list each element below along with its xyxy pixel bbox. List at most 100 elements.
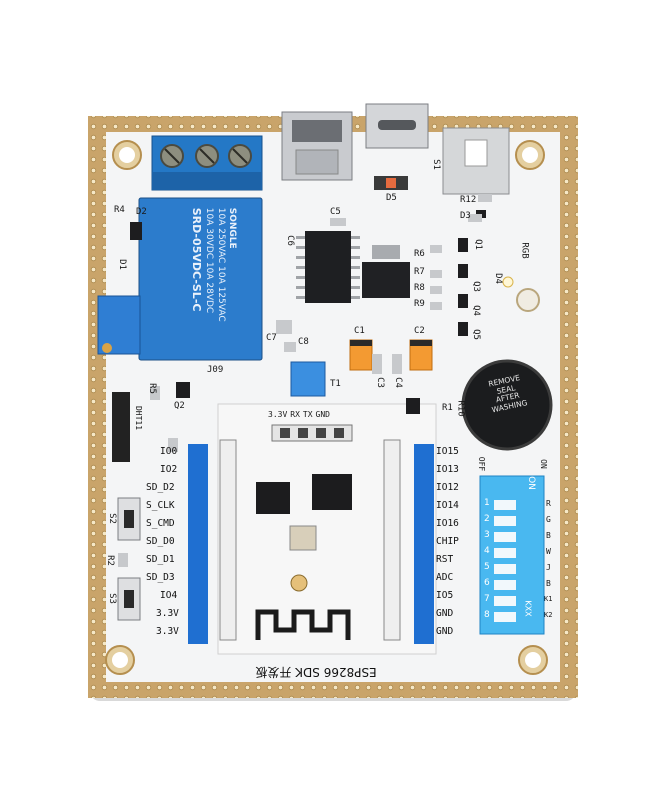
left-pin-label: SD_D2 bbox=[146, 482, 175, 493]
left-pin-label: SD_D1 bbox=[146, 554, 175, 565]
buzzer bbox=[463, 361, 551, 449]
dip-function: G bbox=[546, 515, 551, 524]
module-left-header bbox=[219, 439, 237, 641]
rgb-led bbox=[516, 288, 540, 312]
dip-function: R bbox=[546, 499, 551, 508]
left-pin-label: S_CLK bbox=[146, 500, 175, 511]
label-r1: R1 bbox=[442, 403, 453, 413]
right-pin-label: IO12 bbox=[436, 482, 459, 493]
module-pin-rx: RX bbox=[290, 410, 300, 419]
label-t1: T1 bbox=[330, 379, 341, 389]
dip-function: W bbox=[546, 547, 551, 556]
label-c3: C3 bbox=[374, 377, 385, 388]
right-pin-label: RST bbox=[436, 554, 454, 565]
relay-rating-1: 10A 250VAC 10A 125VAC bbox=[215, 207, 226, 322]
label-q5: Q5 bbox=[470, 329, 481, 340]
dip-lever[interactable] bbox=[494, 612, 516, 622]
label-r6: R6 bbox=[414, 249, 425, 259]
module-right-header bbox=[383, 439, 401, 641]
left-pin-label: S_CMD bbox=[146, 518, 175, 529]
label-r12: R12 bbox=[460, 195, 477, 205]
module-header-labels: 3.3V RX TX GND bbox=[268, 411, 358, 419]
label-s2: S2 bbox=[106, 513, 117, 524]
right-pin-label: IO14 bbox=[436, 500, 459, 511]
label-r9: R9 bbox=[414, 299, 425, 309]
label-j09: J09 bbox=[207, 365, 224, 375]
label-rgb: RGB bbox=[519, 242, 530, 259]
dip-lever[interactable] bbox=[494, 564, 516, 574]
module-pin-3v3: 3.3V bbox=[268, 410, 288, 419]
label-dht: DHT11 bbox=[134, 405, 144, 431]
right-pin-label: IO16 bbox=[436, 518, 459, 529]
label-d1: D1 bbox=[116, 259, 127, 270]
right-blue-header bbox=[414, 444, 434, 644]
label-d4: D4 bbox=[492, 273, 503, 284]
mini-usb bbox=[281, 111, 353, 181]
label-c2: C2 bbox=[414, 326, 425, 336]
label-c5: C5 bbox=[330, 207, 341, 217]
right-pin-label: IO5 bbox=[436, 590, 454, 601]
dip-number: 4 bbox=[484, 546, 490, 556]
dip-lever[interactable] bbox=[494, 548, 516, 558]
label-d5: D5 bbox=[386, 193, 397, 203]
relay-text: SONGLE 10A 250VAC 10A 125VAC 10A 30VDC 1… bbox=[139, 198, 262, 360]
esp8266-chip bbox=[312, 474, 352, 510]
flash-chip bbox=[256, 482, 290, 514]
dip-function: B bbox=[546, 579, 551, 588]
ufl-antenna-connector bbox=[290, 574, 308, 592]
dip-lever[interactable] bbox=[494, 532, 516, 542]
relay-body bbox=[138, 197, 263, 361]
slide-switch bbox=[442, 127, 510, 195]
label-r5: R5 bbox=[146, 383, 157, 394]
label-s3: S3 bbox=[106, 593, 117, 604]
crystal bbox=[289, 525, 317, 551]
dip-function: B bbox=[546, 531, 551, 540]
mount-holes bbox=[105, 140, 548, 675]
label-q2: Q2 bbox=[174, 401, 185, 411]
dip-on-label: ON bbox=[525, 476, 536, 490]
board-title: ESP8266 SDK 开发板 bbox=[255, 665, 377, 679]
label-c6: C6 bbox=[284, 235, 295, 246]
dip-number: 7 bbox=[484, 594, 490, 604]
label-q1: Q1 bbox=[472, 239, 483, 250]
dip-lever[interactable] bbox=[494, 596, 516, 606]
relay-rating-2: 10A 30VDC 10A 28VDC bbox=[204, 207, 215, 314]
right-pin-label: IO13 bbox=[436, 464, 459, 475]
relay-model: SRD-05VDC-SL-C bbox=[190, 207, 203, 312]
dip-kxx-label: KXX bbox=[523, 600, 533, 617]
button-s2 bbox=[117, 497, 141, 541]
label-q3: Q3 bbox=[470, 281, 481, 292]
dip-function: K2 bbox=[544, 611, 553, 619]
left-blue-header bbox=[188, 444, 208, 644]
relay-brand: SONGLE bbox=[226, 207, 237, 249]
dip-lever[interactable] bbox=[494, 500, 516, 510]
led-d5 bbox=[374, 176, 408, 190]
micro-usb bbox=[365, 103, 429, 149]
dip-number: 6 bbox=[484, 578, 490, 588]
dip-lever[interactable] bbox=[494, 516, 516, 526]
left-pin-label: SD_D0 bbox=[146, 536, 175, 547]
dip-function: K1 bbox=[544, 595, 553, 603]
label-d2: D2 bbox=[136, 207, 147, 217]
left-pin-label: SD_D3 bbox=[146, 572, 175, 583]
dip-off-label: OFF bbox=[477, 456, 487, 472]
right-pin-label: ADC bbox=[436, 572, 454, 583]
voltage-regulator bbox=[362, 262, 410, 298]
label-r8: R8 bbox=[414, 283, 425, 293]
dip-number: 3 bbox=[484, 530, 490, 540]
dht-header bbox=[112, 392, 130, 462]
dip-lever[interactable] bbox=[494, 580, 516, 590]
label-c4: C4 bbox=[392, 377, 403, 388]
trimmer-t1 bbox=[290, 361, 326, 397]
dip-number: 5 bbox=[484, 562, 490, 572]
screw-terminal bbox=[151, 135, 263, 191]
left-pin-label: IO0 bbox=[160, 446, 178, 457]
left-pin-label: 3.3V bbox=[156, 608, 179, 619]
right-pin-label: CHIP bbox=[436, 536, 459, 547]
label-r4: R4 bbox=[114, 205, 125, 215]
pcb-antenna bbox=[255, 609, 351, 640]
label-r7: R7 bbox=[414, 267, 425, 277]
label-c7: C7 bbox=[266, 333, 277, 343]
dip-function: J bbox=[546, 563, 551, 572]
